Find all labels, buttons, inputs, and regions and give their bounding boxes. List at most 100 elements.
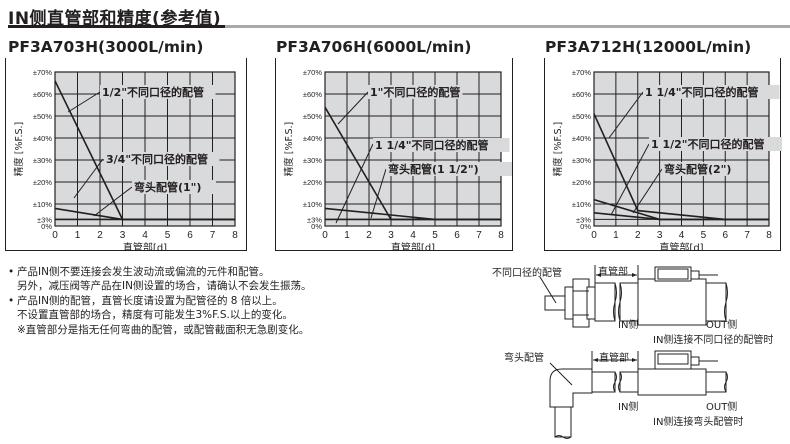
- diagram-caption: IN侧连接弯头配管时: [653, 417, 744, 428]
- svg-text:±30%: ±30%: [303, 156, 322, 165]
- svg-text:2: 2: [635, 230, 641, 241]
- svg-text:6: 6: [722, 230, 728, 241]
- svg-text:7: 7: [210, 230, 216, 241]
- svg-text:7: 7: [476, 230, 482, 241]
- chart-3: ±70% ±60% ±50% ±40% ±30% ±20% ±10% ±3%0%0 1 2 3 4 5 6…: [544, 58, 782, 251]
- note-line: 不设置直管部的场合，精度有可能发生3%F.S.以上的变化。: [17, 309, 293, 322]
- svg-text:±50%: ±50%: [303, 112, 322, 121]
- note-line: 产品IN侧的配管，直管长度请设置为配管径的 8 倍以上。: [8, 294, 311, 309]
- svg-text:7: 7: [744, 230, 750, 241]
- svg-text:0%: 0%: [41, 222, 52, 231]
- in-side-label: IN侧: [618, 402, 639, 413]
- svg-text:直管部[d]: 直管部[d]: [391, 241, 435, 251]
- svg-text:1/2"不同口径的配管: 1/2"不同口径的配管: [102, 85, 204, 99]
- svg-text:1 1/2"不同口径的配管: 1 1/2"不同口径的配管: [651, 137, 765, 151]
- elbow-pipe-label: 弯头配管: [504, 353, 544, 364]
- svg-text:3: 3: [657, 230, 663, 241]
- svg-text:精度 [%F.S.]: 精度 [%F.S.]: [13, 122, 25, 176]
- diagram-caption: IN侧连接不同口径的配管时: [653, 335, 774, 346]
- svg-text:弯头配管(1 1/2"): 弯头配管(1 1/2"): [388, 162, 479, 176]
- svg-text:8: 8: [498, 230, 504, 241]
- diagram-reducer-pipe: 不同口径的配管 直管部 IN侧 OUT侧 IN侧连接不同口径的配管时: [480, 255, 790, 350]
- svg-text:6: 6: [187, 230, 193, 241]
- svg-text:直管部[d]: 直管部[d]: [123, 241, 167, 251]
- svg-text:2: 2: [97, 230, 103, 241]
- svg-text:1 1/4"不同口径的配管: 1 1/4"不同口径的配管: [375, 138, 489, 152]
- svg-text:8: 8: [766, 230, 772, 241]
- svg-text:±70%: ±70%: [572, 68, 591, 77]
- out-side-label: OUT侧: [706, 402, 738, 413]
- svg-text:1 1/4"不同口径的配管: 1 1/4"不同口径的配管: [645, 85, 759, 99]
- svg-text:±10%: ±10%: [303, 200, 322, 209]
- svg-text:1"不同口径的配管: 1"不同口径的配管: [370, 85, 460, 99]
- svg-text:0: 0: [591, 230, 597, 241]
- note-line: 产品IN侧不要连接会发生波动流或偏流的元件和配管。: [8, 265, 311, 280]
- svg-text:±20%: ±20%: [572, 178, 591, 187]
- chart-1-plot: ±70% ±60% ±50% ±40% ±30% ±20% ±10% ±3%0%0 1 2 3 4 5 6…: [13, 68, 238, 251]
- svg-text:±40%: ±40%: [572, 134, 591, 143]
- svg-text:±10%: ±10%: [33, 200, 52, 209]
- svg-text:±30%: ±30%: [33, 156, 52, 165]
- svg-text:5: 5: [701, 230, 707, 241]
- svg-text:0%: 0%: [311, 222, 322, 231]
- chart-3-plot: ±70% ±60% ±50% ±40% ±30% ±20% ±10% ±3%0%0 1 2 3 4 5 6…: [552, 68, 782, 251]
- svg-text:±70%: ±70%: [303, 68, 322, 77]
- title-underline: [8, 25, 225, 28]
- svg-text:±10%: ±10%: [572, 200, 591, 209]
- note-line: ※直管部分是指无任何弯曲的配管，或配管截面积无急剧变化。: [17, 323, 310, 336]
- svg-text:精度 [%F.S.]: 精度 [%F.S.]: [552, 122, 564, 176]
- chart-2-plot: ±70% ±60% ±50% ±40% ±30% ±20% ±10% ±3%0%0 1 2 3 4 5 6…: [283, 68, 512, 251]
- svg-text:±20%: ±20%: [33, 178, 52, 187]
- svg-text:3: 3: [120, 230, 126, 241]
- section-title: IN侧直管部和精度(参考值): [8, 9, 222, 29]
- in-side-label: IN侧: [618, 320, 639, 331]
- diagram-elbow-pipe: 弯头配管 直管部 IN侧 OUT侧 IN侧连接弯头配管时: [480, 345, 790, 440]
- chart-1: ±70% ±60% ±50% ±40% ±30% ±20% ±10% ±3%0%0 1 2 3 4 5 6…: [5, 58, 247, 251]
- svg-text:1: 1: [75, 230, 81, 241]
- svg-text:±30%: ±30%: [572, 156, 591, 165]
- title-rule: [225, 25, 790, 28]
- svg-text:1: 1: [344, 230, 350, 241]
- svg-text:±50%: ±50%: [33, 112, 52, 121]
- svg-text:±3%: ±3%: [576, 215, 591, 224]
- svg-text:3: 3: [388, 230, 394, 241]
- out-side-label: OUT侧: [706, 320, 738, 331]
- svg-text:直管部[d]: 直管部[d]: [659, 241, 703, 251]
- svg-text:8: 8: [232, 230, 238, 241]
- svg-text:±20%: ±20%: [303, 178, 322, 187]
- reducer-pipe-label: 不同口径的配管: [492, 268, 562, 279]
- svg-text:±60%: ±60%: [303, 90, 322, 99]
- svg-text:0: 0: [52, 230, 58, 241]
- svg-text:精度 [%F.S.]: 精度 [%F.S.]: [283, 122, 295, 176]
- svg-text:±40%: ±40%: [303, 134, 322, 143]
- svg-text:5: 5: [165, 230, 171, 241]
- svg-text:±60%: ±60%: [572, 90, 591, 99]
- straight-section-label: 直管部: [598, 267, 628, 278]
- straight-section-label: 直管部: [599, 353, 629, 364]
- svg-text:0%: 0%: [580, 222, 591, 231]
- svg-text:弯头配管(2"): 弯头配管(2"): [664, 162, 731, 176]
- svg-text:±3%: ±3%: [37, 215, 52, 224]
- svg-text:±40%: ±40%: [33, 134, 52, 143]
- svg-text:4: 4: [679, 230, 685, 241]
- svg-text:2: 2: [366, 230, 372, 241]
- reducer-pipe-drawing: [539, 265, 728, 328]
- chart-3-title: PF3A712H(12000L/min): [545, 38, 752, 56]
- svg-text:弯头配管(1"): 弯头配管(1"): [134, 180, 201, 194]
- svg-text:5: 5: [432, 230, 438, 241]
- svg-text:±60%: ±60%: [33, 90, 52, 99]
- svg-text:6: 6: [454, 230, 460, 241]
- svg-text:4: 4: [142, 230, 148, 241]
- chart-2: ±70% ±60% ±50% ±40% ±30% ±20% ±10% ±3%0%0 1 2 3 4 5 6…: [275, 58, 513, 251]
- svg-text:1: 1: [613, 230, 619, 241]
- svg-text:±50%: ±50%: [572, 112, 591, 121]
- svg-text:4: 4: [410, 230, 416, 241]
- note-line: 另外，减压阀等产品在IN侧设置的场合，请确认不会发生振荡。: [17, 280, 312, 293]
- svg-text:±70%: ±70%: [33, 68, 52, 77]
- notes: 产品IN侧不要连接会发生波动流或偏流的元件和配管。 另外，减压阀等产品在IN侧设…: [8, 265, 311, 337]
- chart-2-title: PF3A706H(6000L/min): [276, 38, 472, 56]
- elbow-pipe-drawing: [549, 350, 728, 439]
- svg-text:3/4"不同口径的配管: 3/4"不同口径的配管: [106, 152, 208, 166]
- svg-text:±3%: ±3%: [307, 215, 322, 224]
- svg-text:0: 0: [322, 230, 328, 241]
